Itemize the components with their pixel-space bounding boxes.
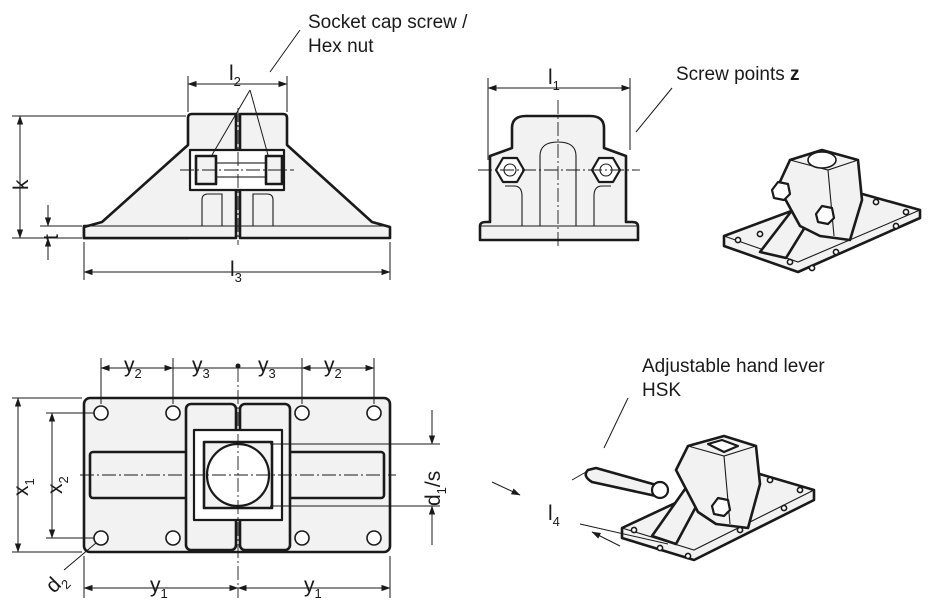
front-right-slot — [252, 193, 274, 226]
iso2-screw-point — [684, 552, 692, 560]
l4-arrow-right — [591, 531, 621, 547]
side-view — [478, 100, 640, 248]
top-mount-hole — [93, 530, 109, 546]
front-left-slot — [201, 193, 223, 226]
lever-callout-line2: HSK — [642, 380, 681, 401]
d2-leader — [63, 542, 97, 571]
iso1-screw-point — [734, 236, 742, 244]
screw-points-leader — [635, 87, 673, 133]
iso1-screw-point — [832, 248, 840, 256]
iso2-square-bore — [706, 438, 740, 454]
front-left-half — [82, 112, 238, 240]
l4-ext-top — [571, 471, 587, 481]
top-mount-hole — [366, 405, 382, 421]
screw-callout-line1: Socket cap screw / — [308, 12, 468, 33]
iso-view-clamp — [722, 148, 922, 274]
hand-lever-handle — [584, 466, 662, 498]
iso2-screw-point — [736, 526, 744, 534]
screw-callout-line2: Hex nut — [308, 36, 374, 57]
iso-view-hand-lever — [584, 434, 816, 562]
top-view-dimensions — [12, 358, 440, 598]
side-view-dimensions — [487, 78, 673, 160]
iso2-clamp-body — [674, 434, 762, 530]
dim-label-l4: l4 — [548, 502, 560, 529]
front-view — [82, 108, 392, 245]
iso1-screw-point — [756, 230, 764, 238]
iso2-screw-point — [766, 476, 774, 484]
axis-origin-dot — [235, 363, 241, 369]
dim-label-y3-right: y3 — [258, 354, 276, 381]
iso2-plate-top-edge — [621, 489, 815, 551]
iso1-nut-right — [814, 204, 836, 226]
side-body-outline — [478, 114, 640, 242]
l4-ext-bottom — [579, 523, 669, 545]
iso1-screw-point — [808, 264, 816, 272]
dim-label-d2: d2 — [41, 568, 73, 600]
side-center-slot — [539, 141, 577, 226]
dim-label-k: k — [10, 179, 33, 190]
dim-label-y1-right: y1 — [304, 574, 322, 601]
l4-arrow-left — [491, 481, 521, 496]
dim-label-d1s: d1/s — [422, 471, 449, 506]
dim-label-x1: x1 — [10, 478, 37, 496]
top-mount-hole — [294, 405, 310, 421]
dim-label-l1: l1 — [548, 66, 560, 93]
iso1-screw-point — [872, 198, 880, 206]
side-inner-right — [593, 185, 611, 226]
iso1-bore — [807, 151, 837, 169]
iso2-screw-point — [656, 544, 664, 552]
l2-leader-b — [211, 89, 251, 156]
front-view-dimensions — [12, 29, 391, 280]
dim-label-y1-left: y1 — [150, 574, 168, 601]
iso2-dimensions — [491, 397, 669, 547]
dim-label-y2-right: y2 — [324, 354, 342, 381]
lever-callout-leader — [603, 397, 629, 449]
iso1-screw-point — [892, 222, 900, 230]
top-mount-hole — [294, 530, 310, 546]
top-mount-hole — [366, 530, 382, 546]
iso1-plate-top-edge — [723, 209, 921, 263]
screw-points-text: Screw points — [676, 64, 790, 85]
iso2-nut — [710, 496, 732, 518]
iso1-nut-left — [770, 180, 792, 202]
dim-label-l2: l2 — [229, 62, 241, 89]
l2-leader-a — [249, 89, 269, 156]
screw-points-callout: Screw points z — [676, 64, 800, 85]
iso2-screw-point — [796, 486, 804, 494]
hand-lever-hub — [650, 480, 670, 500]
iso1-screw-point — [786, 258, 794, 266]
front-right-half — [238, 112, 392, 240]
dim-label-y3-left: y3 — [192, 354, 210, 381]
iso1-screw-point — [902, 208, 910, 216]
top-view — [80, 363, 396, 598]
screw-callout-leader — [269, 29, 301, 73]
top-mount-hole — [165, 530, 181, 546]
iso2-split-line — [723, 455, 731, 525]
screw-points-symbol: z — [790, 64, 800, 85]
top-mount-hole — [165, 405, 181, 421]
dim-label-x2: x2 — [44, 476, 71, 494]
dim-label-y2-left: y2 — [124, 354, 142, 381]
iso1-clamp-body — [776, 148, 864, 242]
lever-callout-line1: Adjustable hand lever — [642, 356, 825, 377]
side-inner-left — [505, 185, 523, 226]
iso2-screw-point — [630, 526, 638, 534]
iso2-screw-point — [780, 504, 788, 512]
dim-label-t: t — [40, 234, 63, 240]
iso1-split-line — [827, 169, 835, 237]
top-mount-hole — [93, 405, 109, 421]
dim-label-l3: l3 — [230, 258, 242, 285]
